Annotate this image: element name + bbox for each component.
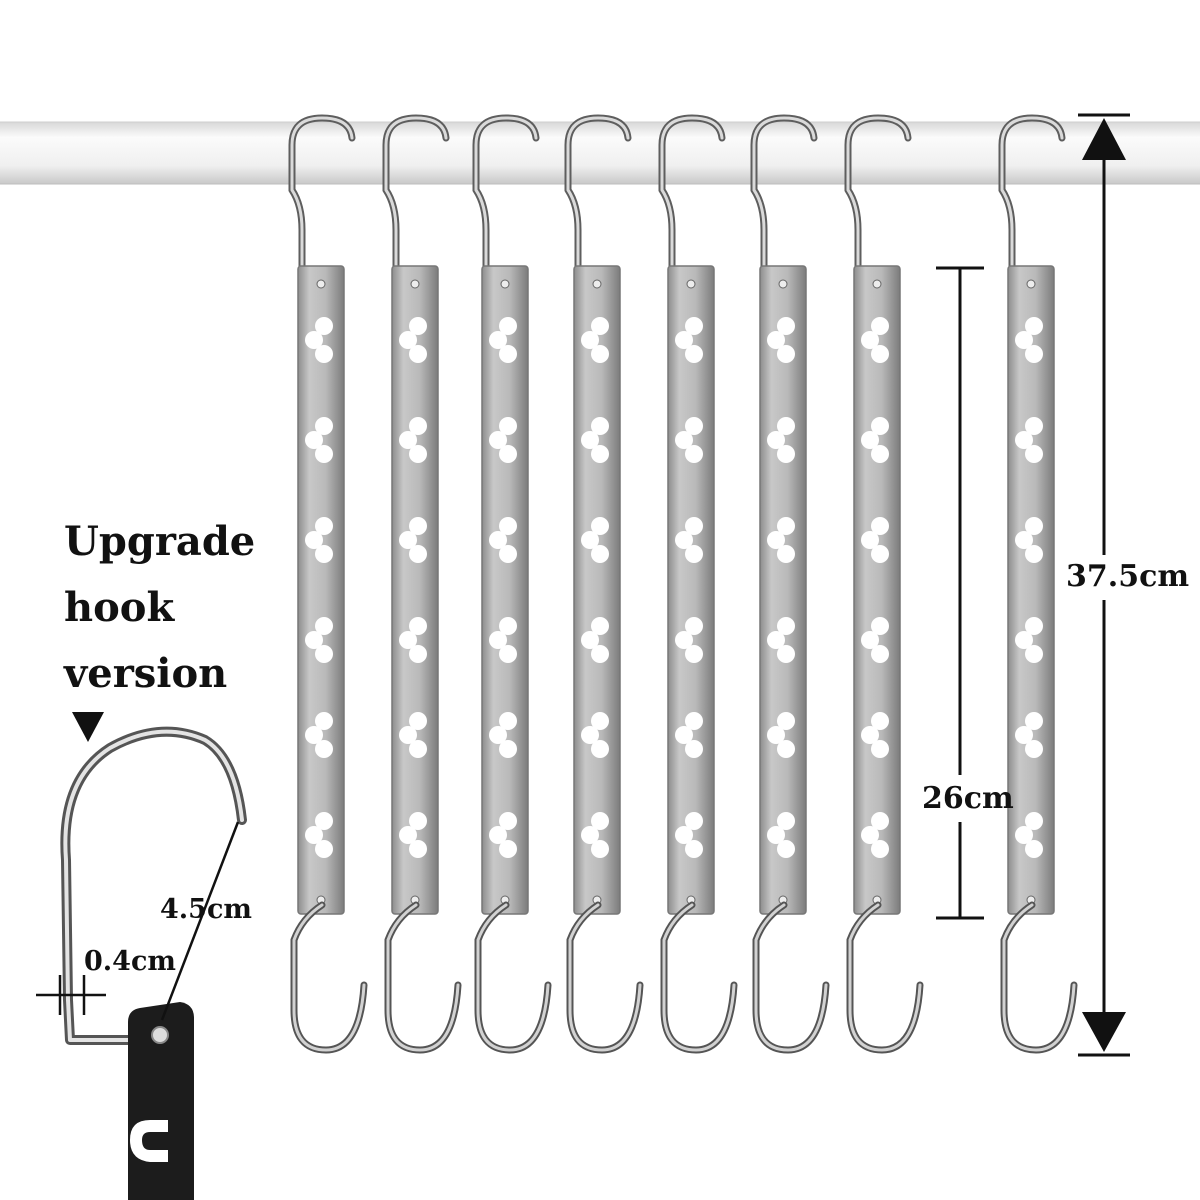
wire-thickness-label: 0.4cm xyxy=(84,946,176,977)
hanger-2 xyxy=(386,118,458,1050)
bar-length-label: 26cm xyxy=(922,781,1014,816)
hanger-3 xyxy=(476,118,548,1050)
total-length-label: 37.5cm xyxy=(1066,559,1190,594)
total-length-dimension xyxy=(1078,113,1130,1057)
hook-detail xyxy=(36,726,247,1200)
hanger-1 xyxy=(292,118,364,1050)
hanger-6 xyxy=(754,118,826,1050)
bar-length-dimension xyxy=(936,266,984,920)
upgrade-label-line-2: hook xyxy=(64,584,175,631)
hanger-5 xyxy=(662,118,734,1050)
hanger-7 xyxy=(848,118,920,1050)
upgrade-label-line-3: version xyxy=(64,650,228,697)
upgrade-label-line-1: Upgrade xyxy=(64,518,256,565)
hook-opening-label: 4.5cm xyxy=(160,894,252,925)
hanger-4 xyxy=(568,118,640,1050)
hanger-8 xyxy=(1002,118,1074,1050)
down-arrow-icon xyxy=(72,712,104,742)
clothes-rod xyxy=(0,122,1200,184)
